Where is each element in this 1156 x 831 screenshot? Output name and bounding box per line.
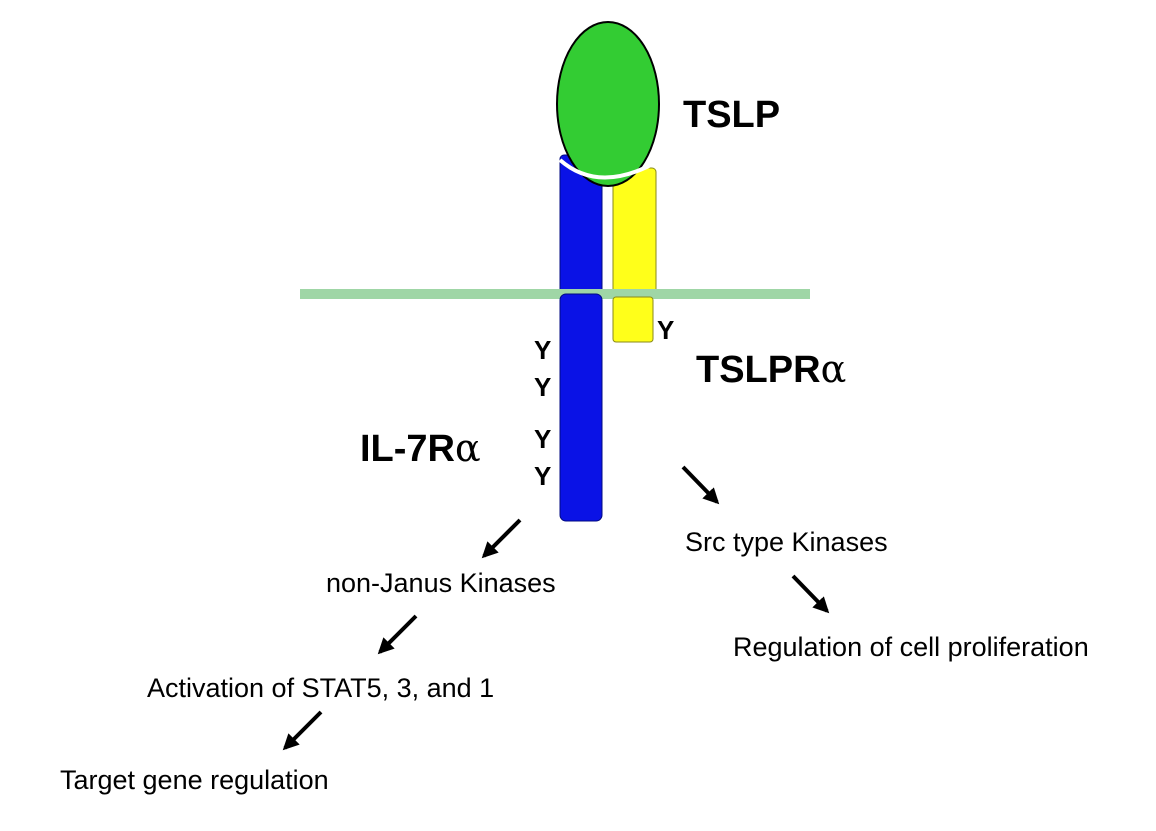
tslp-ligand bbox=[556, 21, 660, 187]
ligand-binding-halo bbox=[558, 158, 662, 180]
target-gene-regulation-label: Target gene regulation bbox=[60, 765, 329, 795]
tyrosine-il7r-3: Y bbox=[534, 424, 551, 454]
il7r-alpha-symbol: α bbox=[455, 426, 481, 470]
src-kinases-label: Src type Kinases bbox=[685, 527, 888, 557]
il7r-alpha-intracellular bbox=[559, 293, 603, 522]
tslpr-alpha-intracellular bbox=[612, 296, 654, 343]
tyrosine-il7r-2: Y bbox=[534, 372, 551, 402]
stat-activation-label: Activation of STAT5, 3, and 1 bbox=[147, 673, 494, 703]
tslp-label: TSLP bbox=[683, 94, 780, 136]
tslpr-alpha-label: TSLPRα bbox=[696, 347, 846, 391]
cell-membrane bbox=[300, 289, 810, 299]
non-janus-kinases-label: non-Janus Kinases bbox=[326, 568, 556, 598]
tslpr-alpha-extracellular bbox=[612, 167, 657, 295]
arrow-to-target bbox=[282, 710, 323, 751]
tyrosine-il7r-1: Y bbox=[534, 335, 551, 365]
tyrosine-il7r-4: Y bbox=[534, 461, 551, 491]
arrow-to-src bbox=[681, 465, 720, 505]
cell-proliferation-label: Regulation of cell proliferation bbox=[733, 632, 1089, 662]
tslpr-alpha-symbol: α bbox=[821, 347, 847, 391]
arrow-to-proliferation bbox=[791, 574, 830, 614]
il7r-alpha-label: IL-7Rα bbox=[360, 426, 481, 470]
arrow-to-non-janus bbox=[481, 518, 522, 559]
arrow-to-stat bbox=[377, 614, 418, 655]
tyrosine-tslpr: Y bbox=[657, 315, 674, 345]
